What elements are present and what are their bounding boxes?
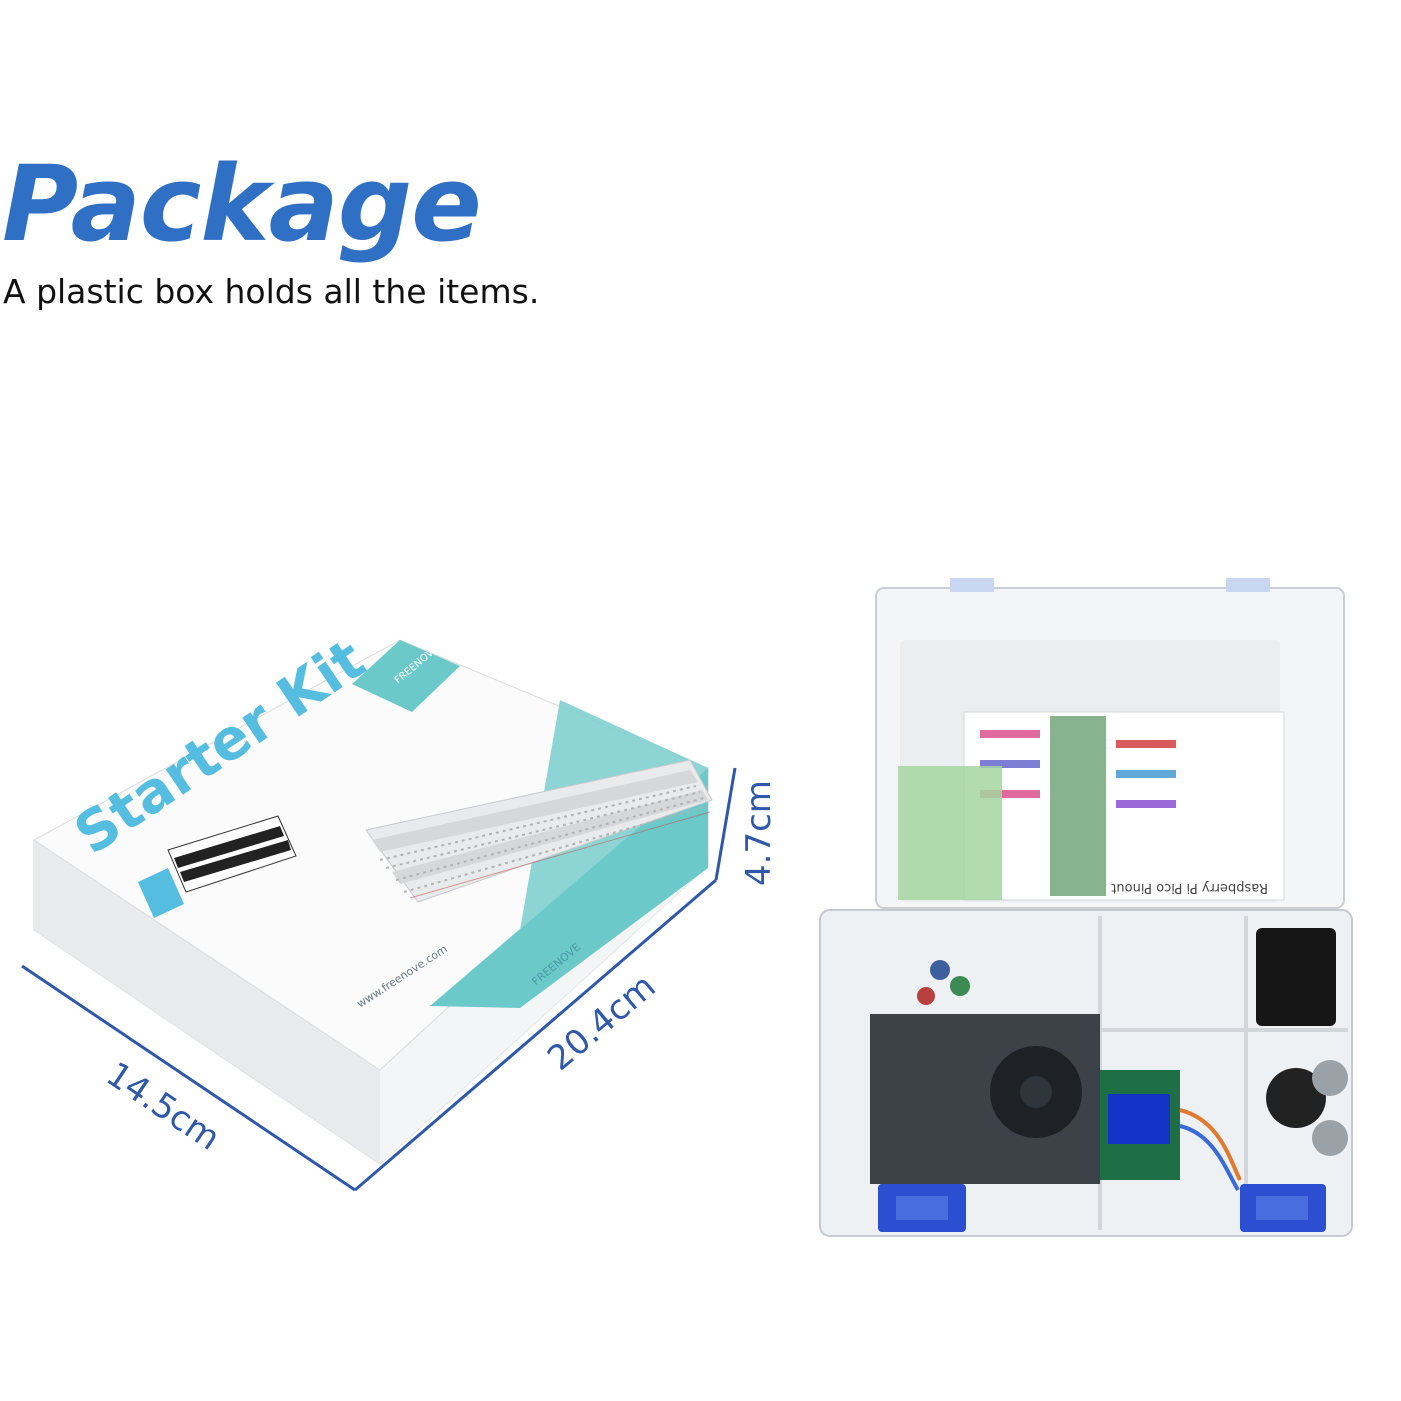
pinout-label: Raspberry Pi Pico Pinout: [1111, 880, 1268, 895]
box-teal-stripe: [430, 768, 708, 1008]
dimension-width: 14.5cm: [99, 1054, 227, 1158]
page-title: Package: [2, 143, 482, 265]
dimension-lines: [21, 767, 737, 1192]
product-box: FREENOVE Starter Kit FREENOVE www.freeno…: [33, 627, 713, 1165]
joystick-module: [1266, 1068, 1326, 1128]
brand-tab: [352, 640, 460, 712]
box-label-sticker: [167, 815, 297, 893]
ultrasonic-sensor: [1312, 1060, 1348, 1096]
box-blue-badge: [138, 868, 184, 918]
page-subtitle: A plastic box holds all the items.: [3, 272, 540, 311]
battery-holder: [1256, 928, 1336, 1026]
dimension-height: 4.7cm: [739, 780, 779, 886]
component-pack-green: [898, 766, 1002, 900]
lid-hinge-right: [1226, 578, 1270, 592]
lid-hinge-left: [950, 578, 994, 592]
breadboard-icon: [365, 759, 713, 903]
storage-case: Raspberry Pi Pico Pinout: [819, 578, 1353, 1237]
